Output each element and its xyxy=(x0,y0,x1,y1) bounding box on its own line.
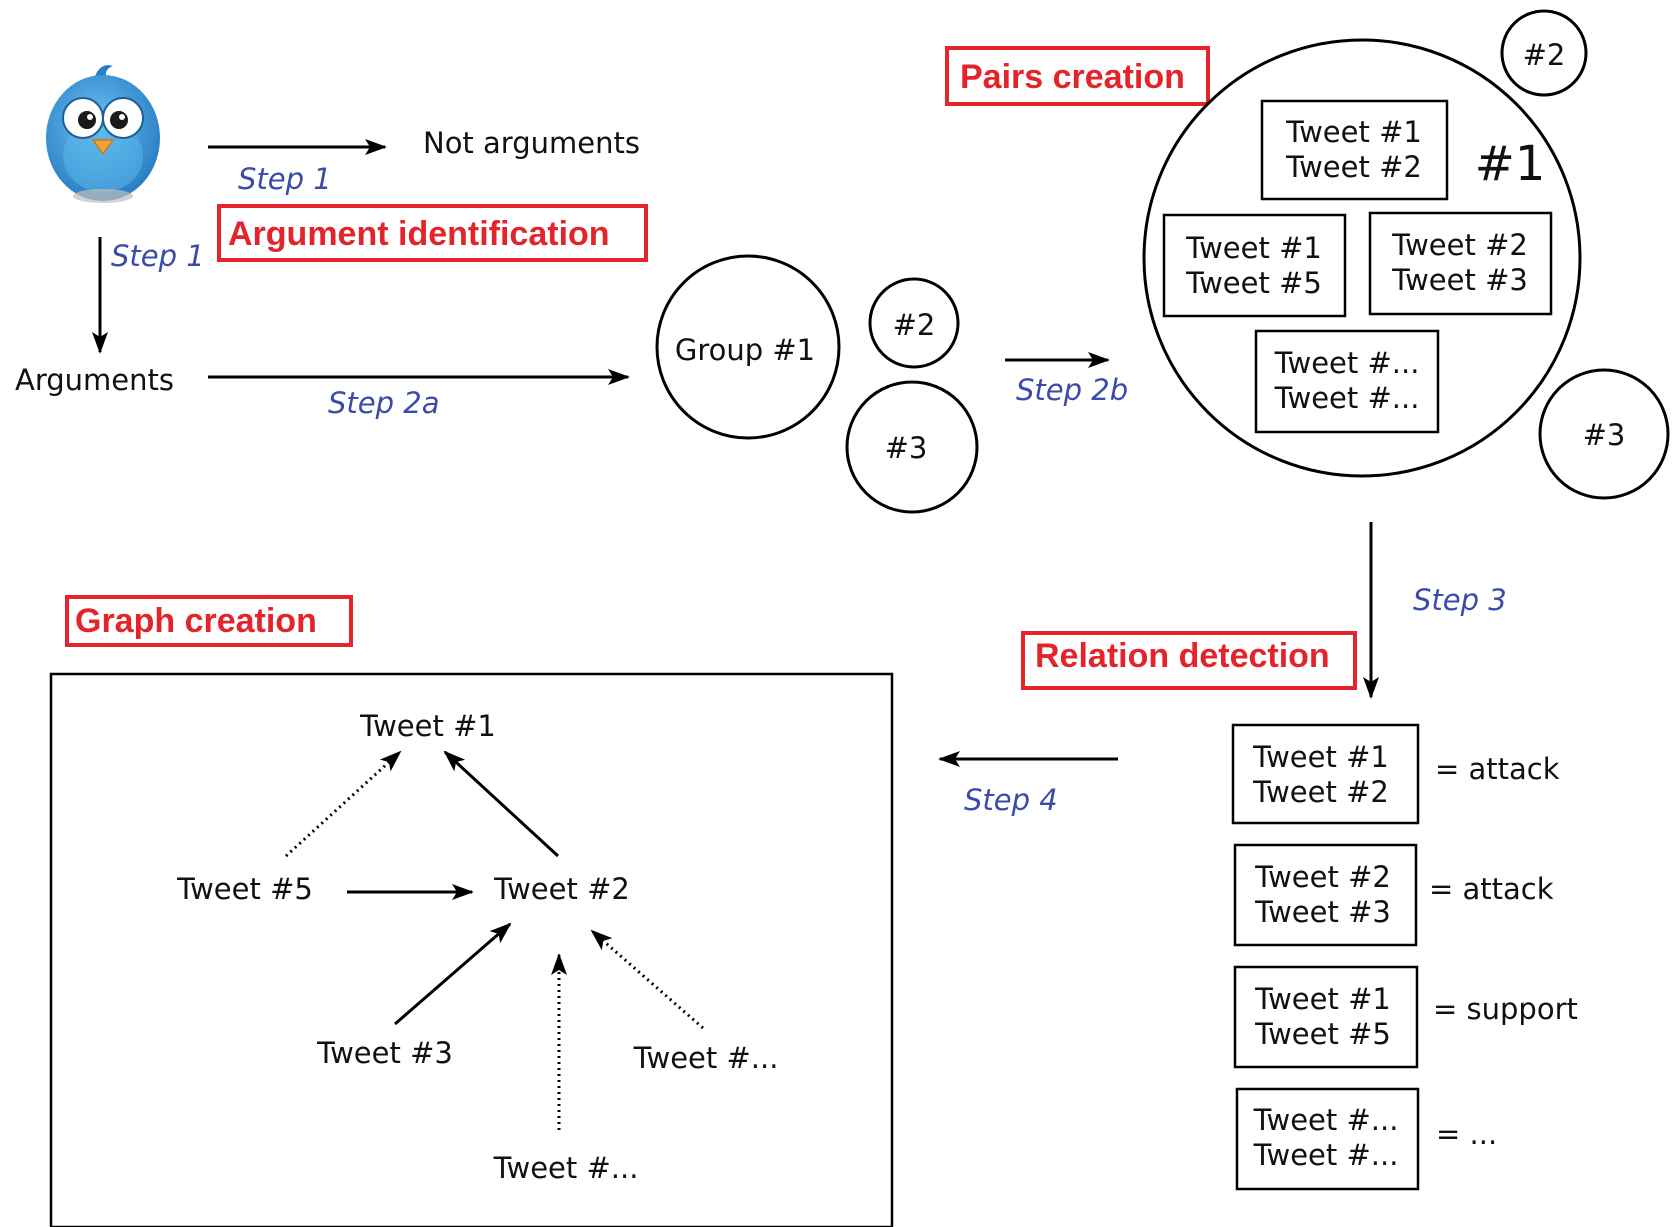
relation-type: = support xyxy=(1433,992,1578,1026)
step2a-label: Step 2a xyxy=(328,386,439,420)
argument-identification-label: Argument identification xyxy=(228,215,610,253)
relation-type: = attack xyxy=(1435,752,1560,786)
argument-identification-box xyxy=(217,204,648,262)
relation-detection-label: Relation detection xyxy=(1035,637,1330,675)
relation-row: Tweet #... Tweet #... = ... xyxy=(1235,1087,1497,1191)
relation-detection-box xyxy=(1021,631,1357,690)
relation-type: = ... xyxy=(1436,1117,1497,1151)
pairs-small-2-circle xyxy=(1500,9,1588,97)
edge-attack-tweet2-tweet1 xyxy=(443,750,560,858)
step2b-label: Step 2b xyxy=(1016,373,1128,407)
graph-creation-label: Graph creation xyxy=(75,602,317,640)
arguments-label: Arguments xyxy=(15,363,174,397)
relation-row: Tweet #1 Tweet #5 = support xyxy=(1233,965,1578,1069)
relation-type: = attack xyxy=(1429,872,1554,906)
relation-row: Tweet #2 Tweet #3 = attack xyxy=(1233,843,1554,947)
graph-panel xyxy=(49,672,894,1227)
pair-box: Tweet #... Tweet #... xyxy=(1254,329,1440,434)
graph-creation-box xyxy=(65,595,353,647)
relation-tweet-b: Tweet #5 xyxy=(1254,1017,1391,1051)
graph-node-tweet-etc-right: Tweet #... xyxy=(633,1041,779,1075)
pair-tweet-b: Tweet #5 xyxy=(1185,266,1322,300)
step1-down-label: Step 1 xyxy=(111,239,205,273)
group-1-circle xyxy=(655,254,841,440)
pairs-creation-box xyxy=(945,46,1210,106)
twitter-bird-icon xyxy=(46,65,160,203)
relation-tweet-a: Tweet #1 xyxy=(1252,740,1389,774)
pair-tweet-b: Tweet #2 xyxy=(1285,150,1422,184)
relation-box xyxy=(1233,843,1418,947)
relation-tweet-a: Tweet #1 xyxy=(1254,982,1391,1016)
relation-row: Tweet #1 Tweet #2 = attack xyxy=(1231,723,1560,825)
pairs-group-number: #1 xyxy=(1475,136,1546,192)
pair-tweet-a: Tweet #1 xyxy=(1185,231,1322,265)
group-2-label: #2 xyxy=(893,308,936,342)
pairs-creation-label: Pairs creation xyxy=(960,58,1185,96)
pair-box-frame xyxy=(1260,99,1449,201)
pairs-small-3-circle xyxy=(1538,368,1670,500)
relation-tweet-b: Tweet #... xyxy=(1253,1138,1399,1172)
relation-tweet-b: Tweet #3 xyxy=(1254,895,1391,929)
group-1-label: Group #1 xyxy=(675,333,815,367)
pair-box: Tweet #1 Tweet #2 xyxy=(1260,99,1449,201)
group-3-label: #3 xyxy=(885,431,928,465)
group-2-circle xyxy=(868,277,960,369)
relation-tweet-a: Tweet #... xyxy=(1253,1103,1399,1137)
pair-box-frame xyxy=(1368,211,1553,316)
relation-box xyxy=(1233,965,1419,1069)
graph-node-tweet-2: Tweet #2 xyxy=(493,872,630,906)
pairs-group-circle xyxy=(1142,38,1582,478)
pair-tweet-a: Tweet #... xyxy=(1274,346,1420,380)
edge-support-tweet5-tweet1 xyxy=(284,750,402,858)
edge-support-right-tweet2 xyxy=(590,929,704,1030)
pair-box: Tweet #2 Tweet #3 xyxy=(1368,211,1553,316)
pairs-small-2-label: #2 xyxy=(1523,38,1566,72)
pair-box: Tweet #1 Tweet #5 xyxy=(1162,213,1347,318)
relation-tweet-b: Tweet #2 xyxy=(1252,775,1389,809)
pair-tweet-b: Tweet #... xyxy=(1274,381,1420,415)
step4-label: Step 4 xyxy=(964,783,1058,817)
step3-label: Step 3 xyxy=(1413,583,1507,617)
graph-node-tweet-5: Tweet #5 xyxy=(176,872,313,906)
pair-box-frame xyxy=(1254,329,1440,434)
step1-right-label: Step 1 xyxy=(238,162,332,196)
not-arguments-label: Not arguments xyxy=(423,126,640,160)
relation-box xyxy=(1235,1087,1420,1191)
pair-tweet-a: Tweet #2 xyxy=(1391,228,1528,262)
graph-node-tweet-3: Tweet #3 xyxy=(316,1036,453,1070)
relation-box xyxy=(1231,723,1420,825)
pair-tweet-b: Tweet #3 xyxy=(1391,263,1528,297)
pair-box-frame xyxy=(1162,213,1347,318)
graph-node-tweet-1: Tweet #1 xyxy=(359,709,496,743)
pairs-small-3-label: #3 xyxy=(1583,418,1626,452)
group-3-circle xyxy=(845,380,979,514)
pair-tweet-a: Tweet #1 xyxy=(1285,115,1422,149)
graph-node-tweet-etc-bottom: Tweet #... xyxy=(493,1151,639,1185)
edge-attack-tweet3-tweet2 xyxy=(394,922,512,1026)
relation-tweet-a: Tweet #2 xyxy=(1254,860,1391,894)
